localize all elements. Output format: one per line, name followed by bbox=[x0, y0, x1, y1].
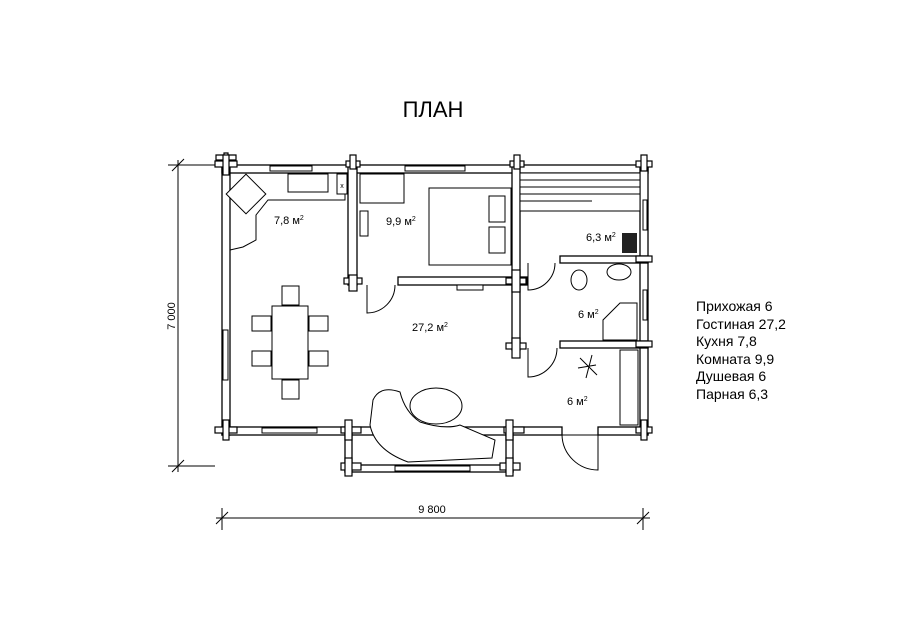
legend-item: Душевая 6 bbox=[696, 368, 767, 385]
legend-item: Кухня 7,8 bbox=[696, 333, 757, 350]
kitchen-stove-icon bbox=[225, 173, 267, 215]
dining-table-icon bbox=[251, 285, 329, 400]
hanger-icon bbox=[577, 354, 598, 379]
stove-heater-icon bbox=[622, 233, 637, 253]
sink-icon bbox=[287, 173, 329, 193]
legend-item: Парная 6,3 bbox=[696, 385, 769, 402]
doors bbox=[366, 262, 599, 471]
room-labels: 7,8 м2 9,9 м2 6,3 м2 6 м2 27,2 м2 6 м2 bbox=[274, 215, 616, 408]
room-label-sauna: 6,3 м2 bbox=[586, 232, 616, 244]
legend-item: Комната 9,9 bbox=[696, 350, 775, 367]
room-label-kitchen: 7,8 м2 bbox=[274, 215, 304, 227]
width-label: 9 800 bbox=[418, 504, 446, 516]
room-label-hall: 6 м2 bbox=[567, 396, 588, 408]
room-label-living: 27,2 м2 bbox=[412, 322, 448, 334]
plan-title: ПЛАН bbox=[403, 97, 464, 122]
width-dimension: 9 800 bbox=[215, 504, 650, 530]
desk-icon bbox=[359, 210, 369, 237]
room-label-shower: 6 м2 bbox=[578, 309, 599, 321]
room-legend: Прихожая 6 Гостиная 27,2 Кухня 7,8 Комна… bbox=[696, 298, 786, 404]
legend-item: Прихожая 6 bbox=[696, 298, 773, 314]
height-dimension: 7 000 bbox=[166, 158, 215, 473]
wardrobe-icon bbox=[619, 349, 639, 426]
shower-cabin-icon bbox=[602, 302, 638, 341]
svg-text:x: x bbox=[340, 183, 344, 190]
furniture: x bbox=[225, 172, 641, 463]
legend-item: Гостиная 27,2 bbox=[696, 315, 786, 332]
washbasin-icon bbox=[606, 263, 632, 281]
armchair-icon bbox=[359, 173, 405, 204]
height-label: 7 000 bbox=[166, 302, 178, 330]
coffee-table-icon bbox=[409, 387, 463, 425]
sauna-bench-icon bbox=[519, 172, 641, 253]
corner-sofa-icon bbox=[369, 389, 496, 463]
toilet-icon bbox=[570, 269, 588, 291]
room-label-bedroom: 9,9 м2 bbox=[386, 216, 416, 228]
